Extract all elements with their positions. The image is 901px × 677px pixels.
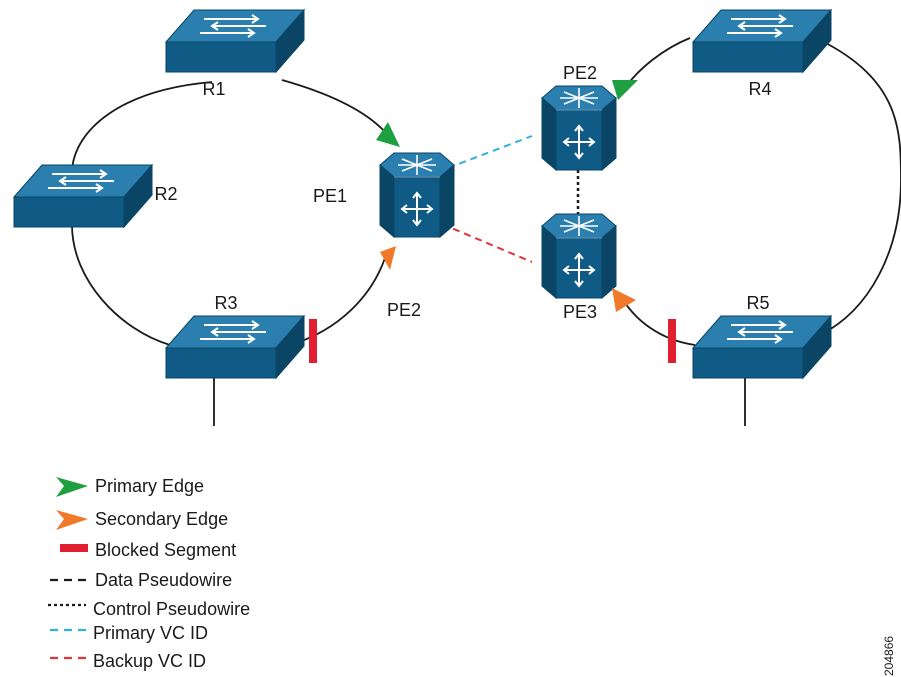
legend-blocked-segment-icon bbox=[60, 544, 88, 552]
secondary-edge-arrow-pe1 bbox=[380, 246, 396, 270]
pe3-router bbox=[541, 213, 617, 299]
r2-switch bbox=[13, 164, 153, 228]
label-r3: R3 bbox=[214, 293, 237, 313]
legend-backup-vc-id: Backup VC ID bbox=[93, 651, 206, 671]
secondary-edge-arrow-pe3 bbox=[612, 288, 636, 312]
legend-blocked-segment: Blocked Segment bbox=[95, 540, 236, 560]
label-pe2-top: PE2 bbox=[563, 63, 597, 83]
legend-secondary-edge-icon bbox=[56, 510, 88, 530]
figure-id: 204866 bbox=[882, 636, 896, 676]
blocked-segment-left bbox=[309, 319, 317, 363]
r5-switch bbox=[692, 315, 832, 379]
legend: Primary Edge Secondary Edge Blocked Segm… bbox=[48, 476, 250, 671]
label-r4: R4 bbox=[748, 79, 771, 99]
blocked-segment-right bbox=[668, 319, 676, 363]
left-ring-left-arc bbox=[71, 224, 171, 346]
label-pe3: PE3 bbox=[563, 302, 597, 322]
primary-vc-link bbox=[447, 135, 533, 169]
r3-switch bbox=[165, 315, 305, 379]
right-ring-right-arc bbox=[819, 39, 901, 336]
primary-edge-arrow-pe1 bbox=[376, 122, 400, 147]
left-ring-top-arc bbox=[71, 81, 213, 171]
label-r2: R2 bbox=[154, 184, 177, 204]
label-pe2-ring: PE2 bbox=[387, 300, 421, 320]
primary-edge-arrow-pe2 bbox=[612, 80, 638, 100]
r1-switch bbox=[165, 9, 305, 73]
right-ring-r5-pe3-arc bbox=[621, 297, 696, 346]
backup-vc-link bbox=[441, 223, 533, 263]
pe1-router bbox=[379, 152, 455, 238]
label-pe1: PE1 bbox=[313, 186, 347, 206]
legend-data-pseudowire: Data Pseudowire bbox=[95, 570, 232, 590]
legend-control-pseudowire: Control Pseudowire bbox=[93, 599, 250, 619]
left-ring-r1-pe1-arc bbox=[281, 79, 394, 143]
legend-secondary-edge: Secondary Edge bbox=[95, 509, 228, 529]
legend-primary-vc-id: Primary VC ID bbox=[93, 623, 208, 643]
pe2-router bbox=[541, 85, 617, 171]
legend-primary-edge-icon bbox=[56, 477, 88, 497]
r4-switch bbox=[692, 9, 832, 73]
left-ring-r3-pe1-arc bbox=[289, 257, 386, 346]
legend-primary-edge: Primary Edge bbox=[95, 476, 204, 496]
label-r5: R5 bbox=[746, 293, 769, 313]
label-r1: R1 bbox=[202, 79, 225, 99]
